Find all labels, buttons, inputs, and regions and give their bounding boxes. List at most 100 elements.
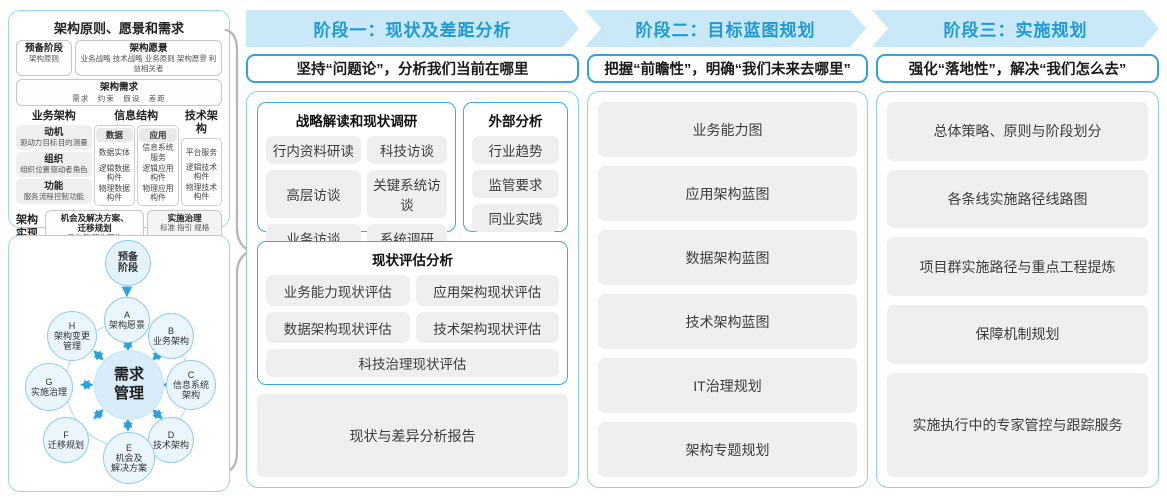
survey-item: 关键系统访谈 (366, 170, 447, 218)
adm-node-b-label: 业务架构 (152, 336, 189, 346)
business-architecture-column: 业务架构 动机 驱动力 目标 目的 测量 组织 组织 位置 驱动者 角色 功能 … (16, 110, 92, 206)
phase1-content-panel: 战略解读和现状调研 行内资料研读 科技访谈 高层访谈 关键系统访谈 业务访谈 系… (246, 91, 579, 488)
adm-node-d-label: 技术架构 (152, 440, 189, 450)
function-sub: 服务 流程 控制 功能 (23, 192, 84, 202)
strategy-survey-title: 战略解读和现状调研 (295, 114, 418, 129)
application-subcolumn-title: 应用 (139, 128, 177, 143)
adm-node-g-label: 实施治理 (30, 387, 67, 397)
opportunities-migration-title: 机会及解决方案、 迁移规划 (60, 212, 129, 234)
data-entity-item: 数据实体 (98, 148, 130, 158)
architecture-vision-title: 架构愿景 (129, 43, 168, 54)
logical-tech-item: 逻辑技术构件 (185, 162, 217, 182)
adm-node-h: H 架构变更 管理 (47, 311, 97, 361)
survey-item: 高层访谈 (266, 170, 361, 218)
adm-node-e: E 机会及 解决方案 (103, 432, 155, 484)
assessment-grid: 业务能力现状评估 应用架构现状评估 数据架构现状评估 技术架构现状评估 (266, 275, 559, 343)
architecture-requirements-sub: 需求 约束 假设 差距 (72, 93, 166, 103)
phase2-content-panel: 业务能力图 应用架构蓝图 数据架构蓝图 技术架构蓝图 IT治理规划 架构专题规划 (587, 91, 868, 488)
assessment-box: 现状评估分析 业务能力现状评估 应用架构现状评估 数据架构现状评估 技术架构现状… (257, 241, 568, 385)
adm-node-b: B 业务架构 (148, 313, 194, 359)
adm-node-f-label: 迁移规划 (47, 440, 84, 450)
phase3-subtitle: 强化“落地性”，解决“我们怎么去” (876, 54, 1159, 83)
external-item: 行业趋势 (471, 136, 559, 164)
phase2-header: 阶段二：目标蓝图规划 (585, 10, 866, 47)
adm-node-e-letter: E (125, 442, 132, 453)
function-box: 功能 服务 流程 控制 功能 (16, 178, 92, 204)
physical-data-item: 物理数据构件 (98, 183, 130, 203)
adm-cycle-panel: 预备 阶段 A 架构愿景 B 业务架构 C 信息系统 架构 D 技术架构 E 机… (8, 235, 230, 492)
phase3-item: 实施执行中的专家管控与跟踪服务 (887, 372, 1148, 477)
prep-phase-sub: 架构原则 (29, 54, 59, 64)
organization-sub: 组织 位置 驱动者 角色 (20, 165, 88, 175)
phase2-item: 应用架构蓝图 (598, 166, 857, 221)
adm-node-g-letter: G (45, 376, 53, 387)
adm-node-e-label: 机会及 解决方案 (110, 452, 147, 474)
adm-node-c: C 信息系统 架构 (166, 360, 216, 410)
application-subcolumn: 应用 信息系统服务 逻辑应用构件 物理应用构件 (137, 125, 179, 206)
assessment-item: 技术架构现状评估 (415, 312, 559, 343)
adm-node-c-label: 信息系统 架构 (172, 379, 209, 401)
information-structure-column: 信息结构 数据 数据实体 逻辑数据构件 物理数据构件 应用 信息系统服务 逻辑应… (93, 109, 179, 206)
phase1-top-row: 战略解读和现状调研 行内资料研读 科技访谈 高层访谈 关键系统访谈 业务访谈 系… (257, 102, 568, 252)
phase2-item: 架构专题规划 (598, 422, 857, 477)
gap-analysis-report-box: 现状与差异分析报告 (257, 394, 568, 477)
phase3-header: 阶段三：实施规划 (872, 10, 1159, 47)
function-title: 功能 (44, 180, 64, 192)
adm-node-d: D 技术架构 (148, 417, 194, 463)
technology-architecture-title: 技术架构 (184, 109, 218, 136)
assessment-item-full: 科技治理现状评估 (266, 349, 559, 377)
information-subcolumns: 数据 数据实体 逻辑数据构件 物理数据构件 应用 信息系统服务 逻辑应用构件 物… (93, 125, 179, 206)
phases-section: 阶段一：现状及差距分析 阶段二：目标蓝图规划 阶段三：实施规划 坚持“问题论”，… (246, 10, 1159, 488)
external-analysis-box: 外部分析 行业趋势 监管要求 同业实践 (462, 102, 568, 232)
strategy-survey-grid: 行内资料研读 科技访谈 高层访谈 关键系统访谈 业务访谈 系统调研 (266, 136, 447, 252)
logical-app-item: 逻辑应用构件 (142, 163, 174, 182)
implementation-governance-title: 实施治理 (167, 212, 202, 223)
motivation-title: 动机 (44, 127, 64, 139)
framework-columns: 业务架构 动机 驱动力 目标 目的 测量 组织 组织 位置 驱动者 角色 功能 … (16, 110, 222, 206)
framework-row-top: 预备阶段 架构原则 架构愿景 业务战略 技术战略 业务原则 架构愿景 利益相关者 (16, 40, 222, 77)
adm-prep-phase-node: 预备 阶段 (105, 240, 151, 286)
implementation-governance-sub: 标准 指引 规格 (160, 223, 210, 233)
prep-phase-box: 预备阶段 架构原则 (16, 40, 72, 77)
technology-architecture-column: 技术架构 平台服务 逻辑技术构件 物理技术构件 (180, 109, 222, 206)
strategy-survey-box: 战略解读和现状调研 行内资料研读 科技访谈 高层访谈 关键系统访谈 业务访谈 系… (257, 102, 456, 252)
adm-node-a-letter: A (123, 309, 130, 320)
phase-content-row: 战略解读和现状调研 行内资料研读 科技访谈 高层访谈 关键系统访谈 业务访谈 系… (246, 91, 1159, 488)
assessment-title: 现状评估分析 (372, 253, 453, 268)
phase2-subtitle: 把握“前瞻性”，明确“我们未来去哪里” (587, 54, 868, 83)
assessment-item: 数据架构现状评估 (266, 312, 410, 343)
prep-phase-title: 预备阶段 (24, 43, 63, 54)
motivation-sub: 驱动力 目标 目的 测量 (20, 138, 88, 148)
physical-tech-item: 物理技术构件 (185, 182, 217, 201)
phase-subtitle-row: 坚持“问题论”，分析我们当前在哪里 把握“前瞻性”，明确“我们未来去哪里” 强化… (246, 54, 1159, 83)
physical-app-item: 物理应用构件 (142, 183, 174, 203)
architecture-vision-sub: 业务战略 技术战略 业务原则 架构愿景 利益相关者 (80, 54, 217, 73)
assessment-item: 业务能力现状评估 (266, 275, 410, 306)
data-subcolumn-title: 数据 (95, 128, 134, 143)
adm-node-c-letter: C (187, 369, 195, 380)
logical-data-item: 逻辑数据构件 (98, 163, 130, 182)
survey-item: 科技访谈 (366, 136, 447, 164)
phase2-item: 数据架构蓝图 (598, 230, 857, 285)
phase1-header: 阶段一：现状及差距分析 (246, 10, 579, 47)
phase3-item: 各条线实施路径线路图 (887, 169, 1148, 229)
data-subcolumn: 数据 数据实体 逻辑数据构件 物理数据构件 (93, 125, 136, 206)
adm-node-b-letter: B (167, 325, 174, 336)
external-item: 同业实践 (471, 204, 559, 232)
organization-box: 组织 组织 位置 驱动者 角色 (16, 152, 92, 177)
architecture-requirements-title: 架构需求 (99, 82, 138, 94)
organization-title: 组织 (44, 154, 64, 166)
adm-node-f: F 迁移规划 (43, 417, 89, 463)
adm-node-g: G 实施治理 (25, 363, 73, 411)
adm-node-d-letter: D (167, 429, 175, 440)
motivation-box: 动机 驱动力 目标 目的 测量 (16, 125, 92, 151)
adm-requirements-management-node: 需求 管理 (94, 350, 164, 420)
business-architecture-title: 业务架构 (31, 109, 76, 122)
architecture-vision-box: 架构愿景 业务战略 技术战略 业务原则 架构愿景 利益相关者 (75, 40, 222, 77)
phase2-item: 技术架构蓝图 (598, 294, 857, 349)
framework-title: 架构原则、愿景和需求 (53, 21, 184, 36)
external-analysis-items: 行业趋势 监管要求 同业实践 (471, 136, 559, 232)
information-structure-title: 信息结构 (114, 109, 159, 122)
assessment-item: 应用架构现状评估 (415, 275, 559, 306)
